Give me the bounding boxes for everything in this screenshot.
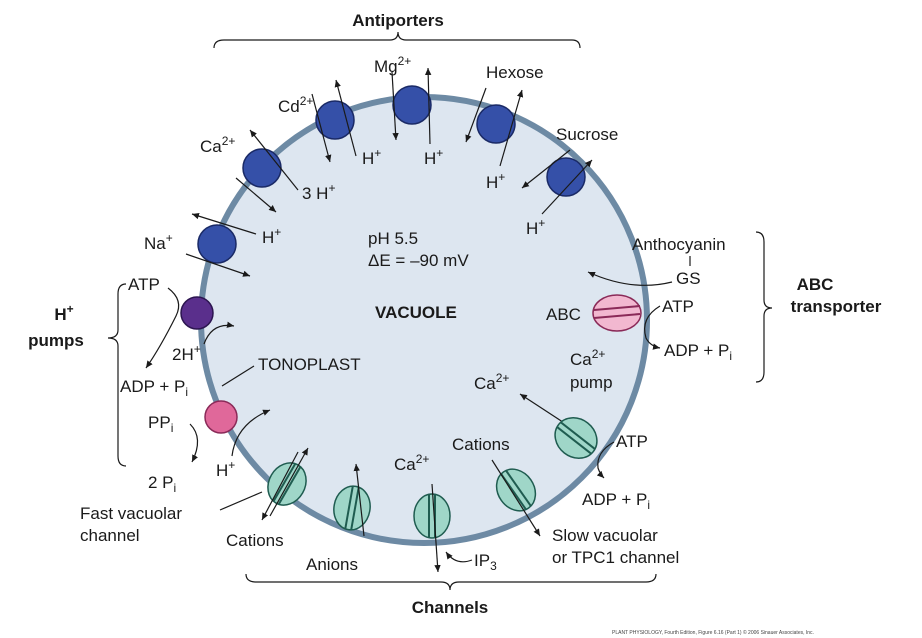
fast-channel-out-arrow [261, 451, 299, 521]
abc-heading: ABC [797, 275, 834, 294]
ca-pump-adp-pi-label: ADP + Pi [582, 490, 650, 512]
mg-in-arrow [391, 71, 399, 141]
abc-adp-pi-label: ADP + Pi [664, 341, 732, 363]
h-atpase-pump [180, 296, 214, 330]
slow-channel-out-arrow [491, 459, 541, 537]
hexose-h-out-arrow [499, 89, 524, 167]
ip3-label: IP3 [474, 551, 497, 573]
mg-antiporter-h-label: H+ [424, 146, 443, 168]
antiporter-cd [315, 100, 355, 140]
fast-vacuolar-label-line2: channel [80, 526, 140, 545]
anthocyanin-label: Anthocyanin [632, 235, 726, 254]
ca-channel-out-arrow [431, 483, 441, 573]
pump-adp-pi-label: ADP + Pi [120, 377, 188, 399]
abc-label: ABC [546, 305, 581, 324]
h-pumps-heading-line2: pumps [28, 331, 84, 350]
two-pi-label: 2 Pi [148, 473, 176, 495]
cd-out-arrow [334, 79, 357, 157]
ppi-to-pi-arrow [189, 423, 199, 463]
abc-atp-to-adp-arrow [644, 305, 661, 350]
ip3-arrow [445, 551, 473, 563]
anion-in-arrow [353, 463, 365, 537]
three-h-label: 3 H+ [302, 181, 335, 203]
cd-antiporter-h-label: H+ [362, 146, 381, 168]
tonoplast-label: TONOPLAST [258, 355, 361, 374]
antiporter-mg [392, 85, 432, 125]
abc-heading-line2: transporter [791, 297, 882, 316]
ca-ion-label: Ca2+ [200, 134, 235, 156]
pump-atp-label: ATP [128, 275, 160, 294]
two-h-label: 2H+ [172, 342, 201, 364]
ppase-h-in-arrow [231, 409, 271, 457]
atp-to-adp-arrow [145, 287, 180, 369]
anions-label: Anions [306, 555, 358, 574]
antiporter-ca [242, 148, 282, 188]
antiporter-hexose [476, 104, 516, 144]
ph-value: pH 5.5 [368, 229, 418, 248]
ca-pump-label: Ca2+ [570, 347, 605, 369]
fast-vacuolar-label: Fast vacuolar [80, 504, 182, 523]
ca-pump-atp-to-adp-arrow [596, 441, 615, 479]
antiporter-na [197, 224, 237, 264]
hexose-h-label: H+ [486, 170, 505, 192]
hexose-in-arrow [465, 87, 487, 143]
na-out-arrow [185, 253, 251, 277]
cd-ion-label: Cd2+ [278, 94, 313, 116]
antiporters-brace [213, 31, 581, 49]
ca-pump-atp-label: ATP [616, 432, 648, 451]
cd-h-in-arrow [311, 93, 332, 163]
ca-pump-label-line2: pump [570, 373, 613, 392]
h-ppase-pump [204, 400, 238, 434]
sucrose-in-arrow [521, 149, 571, 189]
ca-out-arrow [249, 129, 299, 191]
anthocyanin-in-arrow [587, 271, 673, 286]
fast-vacuolar-channel [267, 462, 307, 506]
antiporters [197, 85, 586, 264]
ca-pump-ion-label: Ca2+ [474, 371, 509, 393]
hexose-label: Hexose [486, 63, 544, 82]
na-antiporter-h-label: H+ [262, 225, 281, 247]
sucrose-h-label: H+ [526, 216, 545, 238]
mg-h-out-arrow [424, 67, 432, 145]
sucrose-h-out-arrow [541, 159, 593, 215]
antiporter-sucrose [546, 157, 586, 197]
tonoplast-pointer [221, 365, 255, 387]
ppi-label: PPi [148, 413, 173, 435]
ppase-h-label: H+ [216, 458, 235, 480]
h-pumps-brace [107, 283, 127, 467]
slow-vacuolar-label: Slow vacuolar [552, 526, 658, 545]
abc-transporter [592, 294, 642, 332]
two-h-in-arrow [203, 321, 235, 345]
figure-credit: PLANT PHYSIOLOGY, Fourth Edition, Figure… [612, 629, 814, 636]
slow-vacuolar-label-line2: or TPC1 channel [552, 548, 679, 567]
fast-channel-in-arrow [269, 447, 309, 517]
ca-pump [554, 417, 598, 459]
abc-brace [755, 231, 773, 383]
vacuole-label: VACUOLE [375, 303, 457, 322]
na-ion-label: Na+ [144, 231, 173, 253]
antiporters-heading: Antiporters [352, 11, 444, 30]
cations-left-label: Cations [226, 531, 284, 550]
h-pumps-heading: H+ [54, 302, 73, 324]
ca-channel [413, 493, 451, 539]
membrane-potential: ΔE = –90 mV [368, 251, 469, 270]
abc-atp-label: ATP [662, 297, 694, 316]
cations-right-label: Cations [452, 435, 510, 454]
anion-channel [333, 485, 371, 531]
channels-heading: Channels [412, 598, 489, 617]
mg-ion-label: Mg2+ [374, 54, 411, 76]
ca-channel-ion-label: Ca2+ [394, 452, 429, 474]
channels-brace [245, 573, 657, 591]
three-h-in-arrow [235, 177, 277, 213]
na-h-in-arrow [191, 213, 257, 235]
sucrose-label: Sucrose [556, 125, 618, 144]
fast-vacuolar-pointer [219, 491, 263, 511]
gs-label: GS [676, 269, 701, 288]
